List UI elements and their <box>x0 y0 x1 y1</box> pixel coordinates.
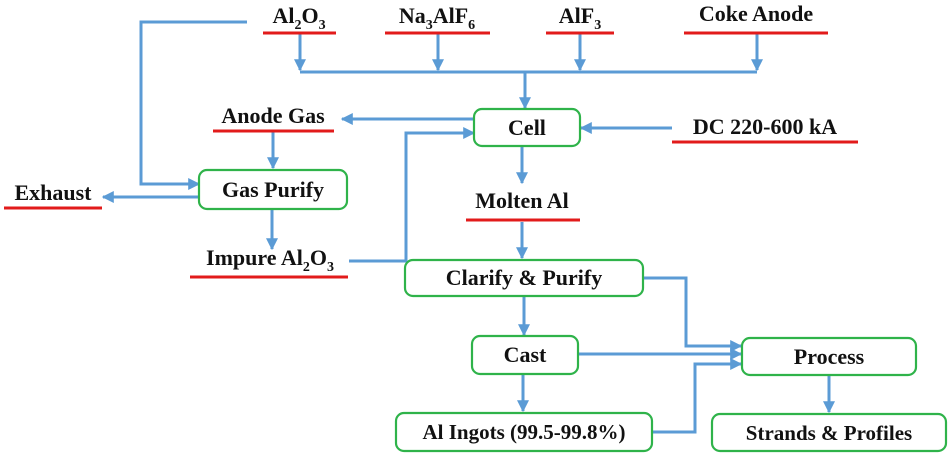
edge-ingots-to-process <box>652 358 743 434</box>
cast-label: Cast <box>504 342 547 367</box>
dc-power-label: DC 220-600 kA <box>693 114 837 139</box>
node-molten-al: Molten Al <box>466 188 580 222</box>
process-label: Process <box>794 344 865 369</box>
input-coke-anode: Coke Anode <box>684 1 828 35</box>
input-al2o3-label: Al2O3 <box>272 3 325 33</box>
box-strands-profiles: Strands & Profiles <box>710 412 948 453</box>
edge-impure-al2o3-to-cell <box>349 127 476 263</box>
cell-label: Cell <box>508 115 546 140</box>
node-exhaust: Exhaust <box>4 180 102 210</box>
process-box <box>740 336 918 377</box>
al-ingots-box <box>394 411 654 453</box>
node-anode-gas: Anode Gas <box>213 103 334 133</box>
cast-box <box>470 334 580 376</box>
input-alf3-label: AlF3 <box>559 3 601 33</box>
gas-purify-label: Gas Purify <box>222 177 324 202</box>
edges <box>101 20 835 434</box>
box-gas-purify: Gas Purify <box>197 168 349 211</box>
strands-profiles-box <box>710 412 948 453</box>
box-cast: Cast <box>470 334 580 376</box>
input-al2o3: Al2O3 <box>263 3 336 35</box>
al-ingots-label: Al Ingots (99.5-99.8%) <box>423 420 626 444</box>
edge-al2o3-to-gas-purify <box>139 20 247 190</box>
exhaust-label: Exhaust <box>14 180 92 205</box>
cell-box <box>472 107 582 148</box>
node-impure-al2o3: Impure Al2O3 <box>190 245 348 279</box>
edge-clarify-to-process <box>643 276 743 352</box>
anode-gas-label: Anode Gas <box>221 103 325 128</box>
impure-al2o3-label: Impure Al2O3 <box>206 245 334 275</box>
input-cryolite: Na3AlF6 <box>385 3 490 35</box>
input-cryolite-label: Na3AlF6 <box>399 3 475 33</box>
molten-al-label: Molten Al <box>475 188 569 213</box>
box-al-ingots: Al Ingots (99.5-99.8%) <box>394 411 654 453</box>
input-alf3: AlF3 <box>546 3 614 35</box>
input-coke-anode-label: Coke Anode <box>699 1 814 26</box>
box-clarify-purify: Clarify & Purify <box>403 258 645 298</box>
gas-purify-box <box>197 168 349 211</box>
node-dc-power: DC 220-600 kA <box>672 114 858 144</box>
clarify-purify-label: Clarify & Purify <box>446 265 602 290</box>
strands-profiles-label: Strands & Profiles <box>746 421 912 445</box>
clarify-purify-box <box>403 258 645 298</box>
box-process: Process <box>740 336 918 377</box>
box-cell: Cell <box>472 107 582 148</box>
